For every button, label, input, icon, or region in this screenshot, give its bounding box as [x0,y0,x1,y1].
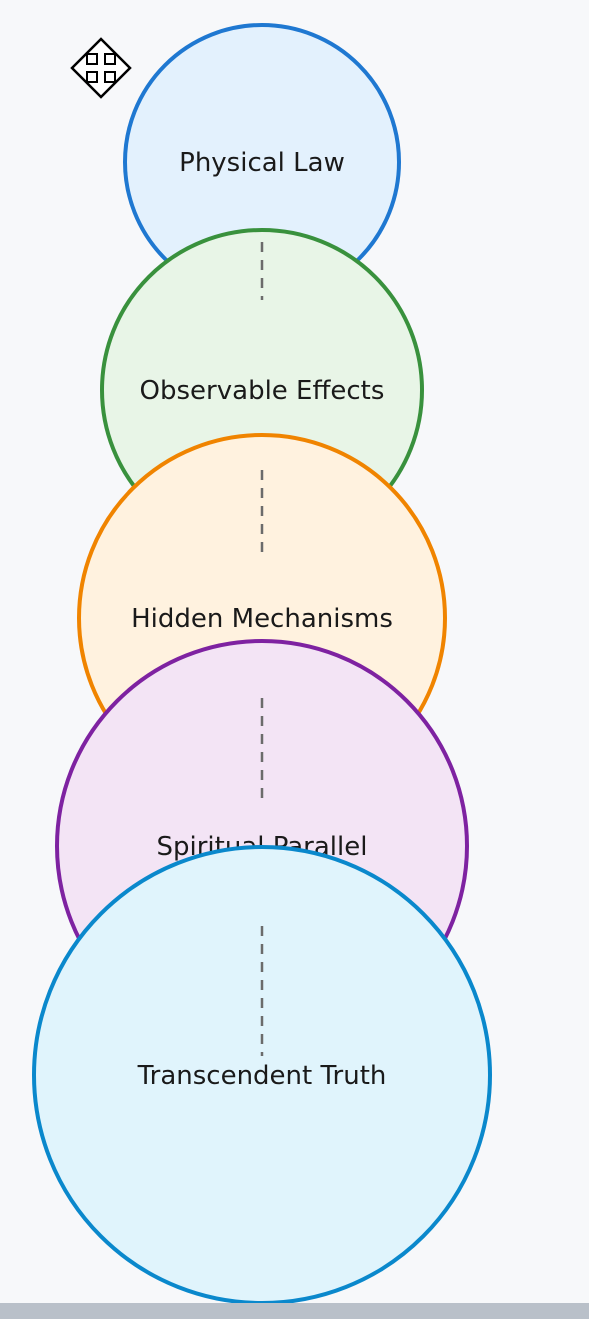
move-cursor-icon[interactable] [70,37,132,99]
node-transcendent-truth[interactable]: Transcendent Truth [32,845,492,1305]
node-transcendent-truth-label: Transcendent Truth [137,1061,387,1091]
node-hidden-mechanisms-label: Hidden Mechanisms [131,604,393,634]
node-observable-effects-label: Observable Effects [140,376,385,406]
node-physical-law-label: Physical Law [179,148,345,178]
node-physical-law[interactable]: Physical Law [123,23,401,301]
horizontal-scrollbar[interactable] [0,1303,589,1319]
